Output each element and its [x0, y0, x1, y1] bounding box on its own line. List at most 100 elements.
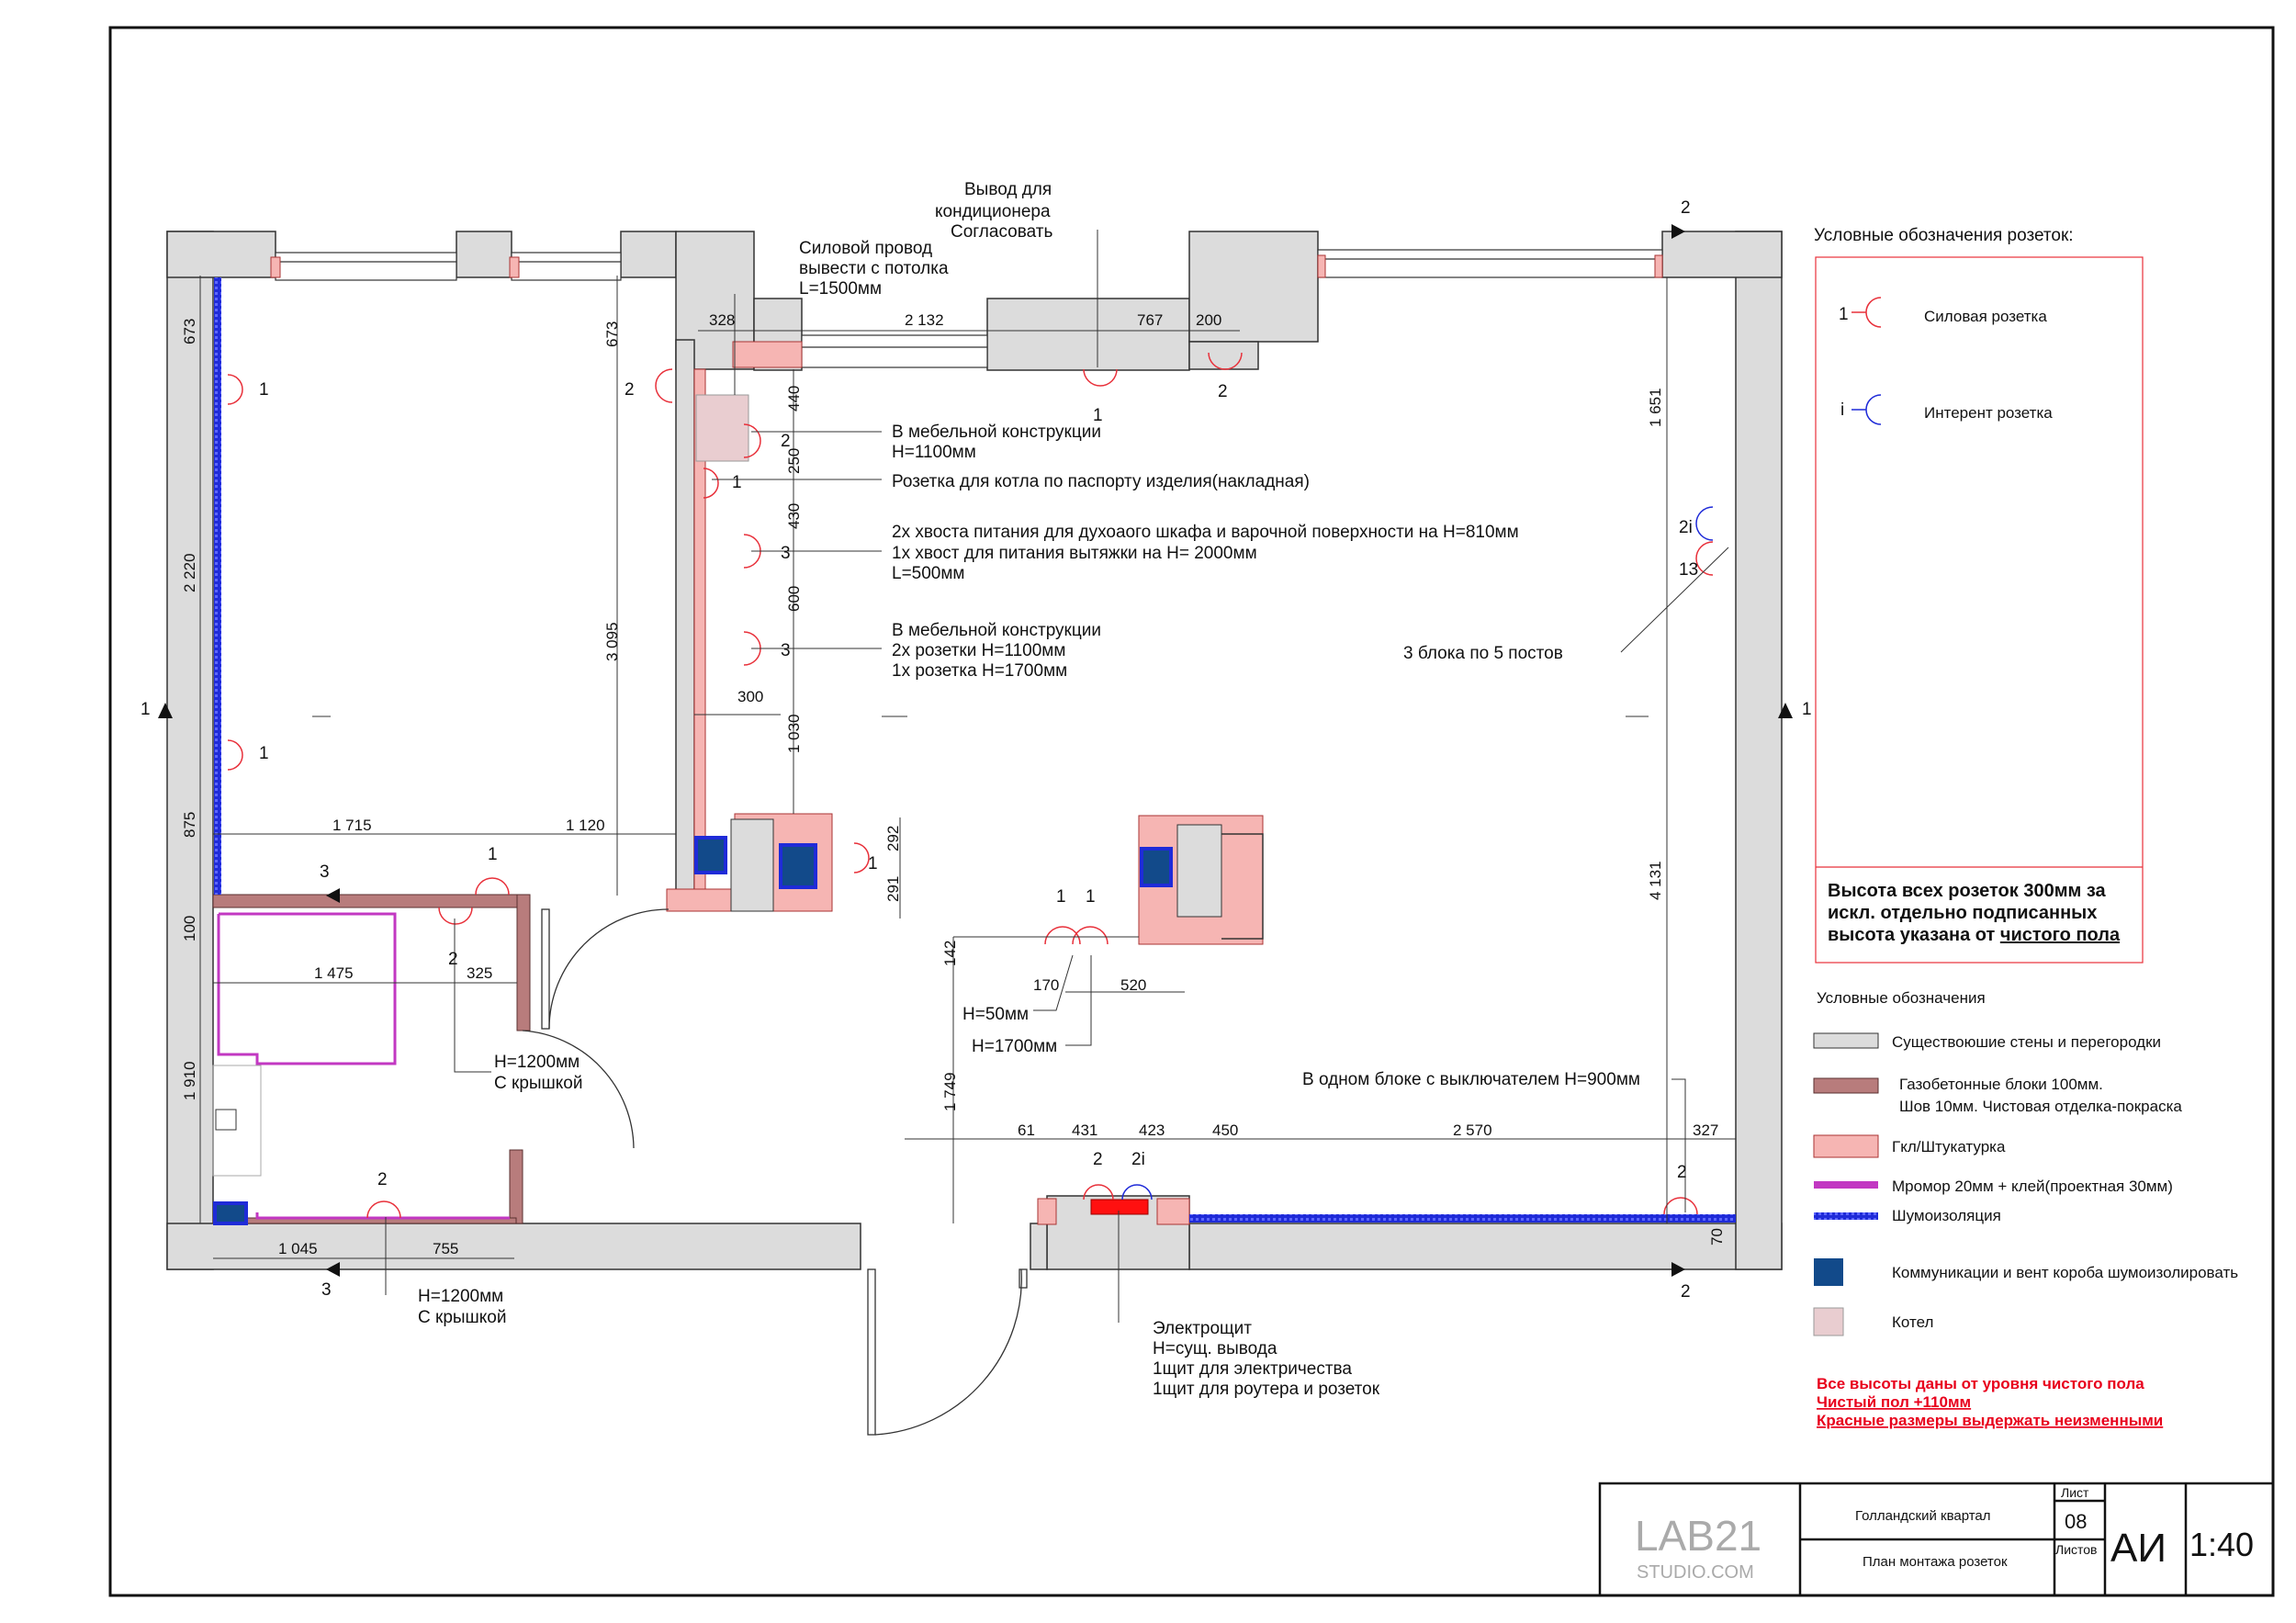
dim: 2 132	[905, 311, 944, 329]
socket-num: 1	[259, 380, 269, 400]
socket-num: 2	[448, 950, 458, 969]
power-socket-label: Силовая розетка	[1924, 308, 2047, 325]
legend-label: Существоюшие стены и перегородки	[1892, 1033, 2161, 1051]
internet-socket-label: Интерент розетка	[1924, 404, 2053, 422]
socket-num: 3	[781, 641, 791, 660]
socket-note-3: высота указана от чистого пола	[1828, 925, 2121, 945]
socket-note-1: Высота всех розеток 300мм за	[1828, 881, 2107, 901]
section-1-right: 1	[1802, 700, 1812, 719]
dim: 1 045	[278, 1240, 318, 1257]
dim: 520	[1120, 976, 1146, 994]
legend-label: Коммуникации и вент короба шумоизолирова…	[1892, 1264, 2238, 1281]
socket-num: 2i	[1679, 518, 1693, 537]
dim: 328	[709, 311, 735, 329]
annotation: H=сущ. вывода	[1153, 1339, 1277, 1358]
dim: 1 475	[314, 964, 354, 982]
socket-num: 3	[781, 544, 791, 563]
noise-insulation	[214, 277, 1736, 1223]
annotation: 1щит для электричества	[1153, 1359, 1352, 1379]
dim: 300	[737, 688, 763, 705]
annotation: H=1700мм	[972, 1037, 1057, 1056]
dim: 2 570	[1453, 1121, 1492, 1139]
legend-label: Газобетонные блоки 100мм.	[1899, 1076, 2103, 1093]
project-name: Голландский квартал	[1855, 1508, 1991, 1524]
annotation: В одном блоке с выключателем H=900мм	[1302, 1070, 1640, 1089]
dim: 291	[884, 876, 902, 902]
legend-label: Котел	[1892, 1313, 1933, 1331]
socket-num: 13	[1679, 560, 1698, 580]
socket-num: 2	[625, 380, 635, 400]
sheet-label: Лист	[2061, 1485, 2089, 1500]
annotation: 1х хвост для питания вытяжки на H= 2000м…	[892, 544, 1257, 563]
dim: 327	[1693, 1121, 1718, 1139]
dim: 1 910	[181, 1061, 198, 1100]
annotation: 1х розетка H=1700мм	[892, 661, 1067, 681]
annotation: H=50мм	[962, 1005, 1029, 1024]
annotation: Силовой провод	[799, 239, 932, 258]
stage: АИ	[2110, 1526, 2167, 1571]
annotation: H=1100мм	[892, 443, 976, 462]
annotation: 2х хвоста питания для духоаого шкафа и в…	[892, 523, 1519, 542]
logo-sub: STUDIO.COM	[1637, 1562, 1754, 1583]
legend-swatch-gasblock	[1813, 1077, 1879, 1094]
doors	[522, 908, 1028, 1436]
dim: 170	[1033, 976, 1059, 994]
dim: 423	[1139, 1121, 1165, 1139]
legend-swatch-comm	[1814, 1258, 1843, 1286]
socket-num: 1	[259, 744, 269, 763]
dim: 2 220	[181, 553, 198, 592]
section-2-bottom: 2	[1681, 1282, 1691, 1302]
dim: 440	[785, 386, 803, 411]
title-block	[1598, 1482, 2275, 1597]
annotation: В мебельной конструкции	[892, 423, 1101, 442]
annotation: вывести с потолка	[799, 259, 949, 278]
annotation: Вывод для	[964, 180, 1052, 199]
annotation: С крышкой	[418, 1308, 506, 1327]
sheets-label: Листов	[2055, 1542, 2098, 1557]
annotation: В мебельной конструкции	[892, 621, 1101, 640]
socket-legend-title: Условные обозначения розеток:	[1814, 226, 2074, 245]
socket-num: 2	[781, 432, 791, 451]
annotation: 3 блока по 5 постов	[1403, 644, 1563, 663]
annotation: 2х розетки H=1100мм	[892, 641, 1065, 660]
bathroom-fixture	[215, 1109, 237, 1131]
red-note-1: Все высоты даны от уровня чистого пола	[1817, 1375, 2144, 1392]
section-2-top: 2	[1681, 198, 1691, 218]
dim: 61	[1018, 1121, 1035, 1139]
annotation: H=1200мм	[418, 1287, 503, 1306]
electric-panel	[1090, 1199, 1149, 1215]
existing-walls	[166, 231, 1783, 1270]
socket-num: 1	[1086, 887, 1096, 907]
dim: 755	[433, 1240, 458, 1257]
legend-swatch-marble	[1814, 1181, 1878, 1189]
socket-legend-box	[1815, 256, 2144, 964]
legend-label: Гкл/Штукатурка	[1892, 1138, 2006, 1155]
legend-label: Мромор 20мм + клей(проектная 30мм)	[1892, 1178, 2173, 1195]
socket-num: 1	[1056, 887, 1066, 907]
annotation: Розетка для котла по паспорту изделия(на…	[892, 472, 1310, 491]
dim: 673	[181, 319, 198, 344]
dim: 100	[181, 916, 198, 941]
socket-num: 1	[868, 854, 878, 873]
socket-num: 2	[1218, 382, 1228, 401]
sheet-frame	[108, 26, 2275, 1597]
section-markers	[158, 224, 1793, 1277]
gas-blocks	[212, 894, 531, 1224]
dim: 3 095	[603, 622, 621, 661]
dim: 200	[1196, 311, 1221, 329]
internet-socket-symbol-text: i	[1840, 400, 1844, 420]
dim: 1 749	[941, 1072, 959, 1111]
power-socket-icon	[1851, 297, 1882, 328]
bathroom-niche	[212, 1065, 262, 1177]
section-1-left: 1	[141, 700, 151, 719]
section-3-bottom: 3	[321, 1280, 332, 1300]
dim: 1 651	[1647, 388, 1664, 427]
annotation: H=1200мм	[494, 1053, 580, 1072]
dim: 1 030	[785, 714, 803, 753]
socket-note-2: искл. отдельно подписанных	[1828, 903, 2097, 923]
dimension-lines	[199, 230, 1736, 1323]
dim: 70	[1708, 1228, 1726, 1245]
legend-swatch-boiler	[1813, 1307, 1844, 1336]
sheet-number: 08	[2065, 1510, 2087, 1533]
